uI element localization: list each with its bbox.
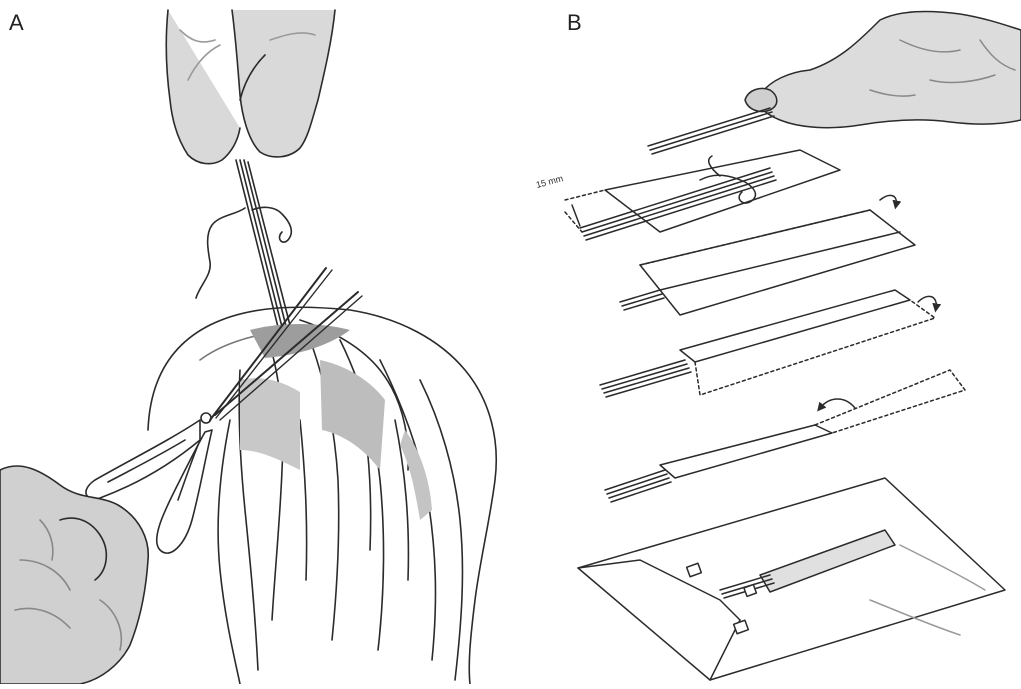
- gloved-hand-bottom: [0, 466, 148, 684]
- step-5-envelope: [578, 478, 1005, 680]
- panel-b-sample-folding: 15 mm: [535, 12, 1021, 680]
- panel-label-a: A: [9, 10, 24, 36]
- measurement-label: 15 mm: [535, 173, 564, 190]
- panel-a-hair-cutting: [0, 10, 496, 684]
- tie-string: [196, 207, 291, 298]
- hair-strand-held: [648, 108, 774, 154]
- step-3-folded-strip: [600, 290, 936, 397]
- scissors: [86, 268, 362, 553]
- panel-label-b: B: [567, 10, 582, 36]
- gloved-hand-top: [166, 10, 335, 164]
- hand-holding-strand: [745, 12, 1021, 128]
- step-4-second-fold: [605, 370, 965, 502]
- head-hair: [148, 307, 496, 684]
